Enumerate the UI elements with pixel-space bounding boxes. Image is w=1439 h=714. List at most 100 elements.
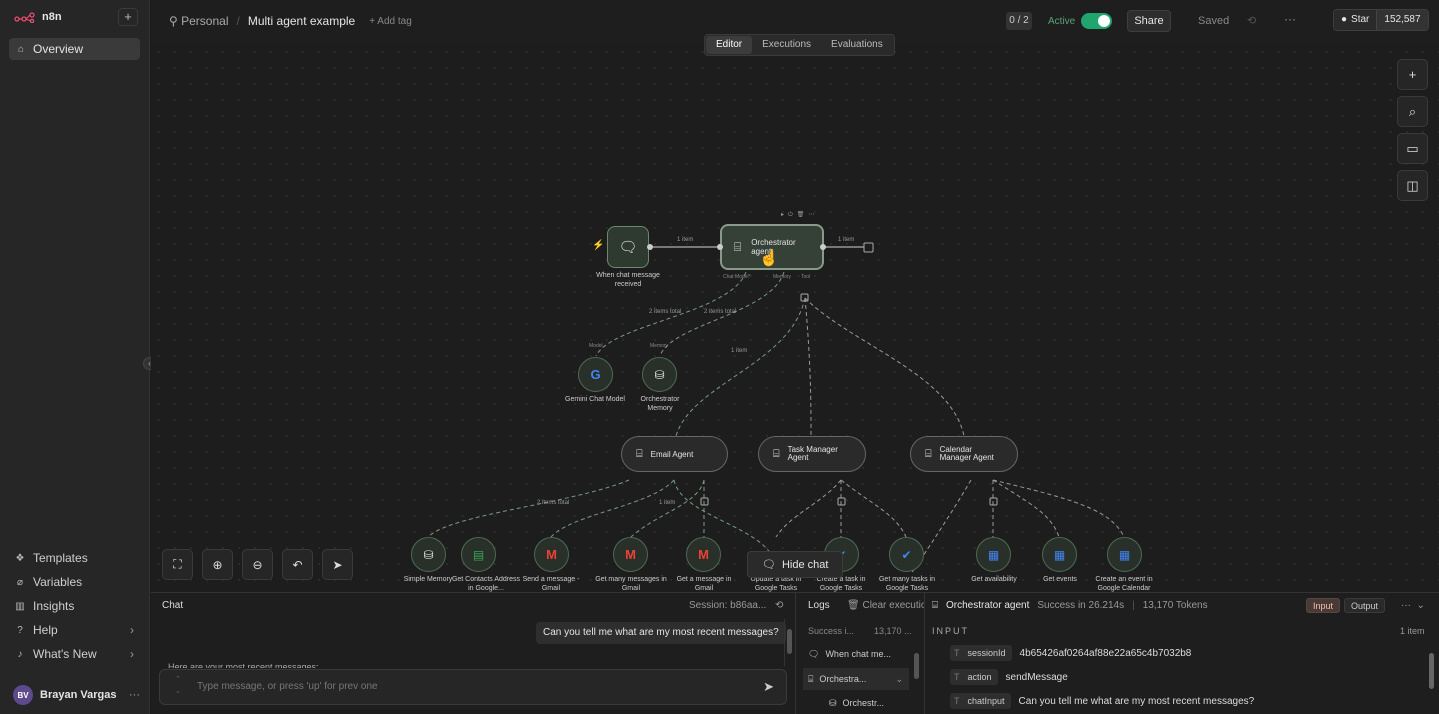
scrollbar-thumb[interactable] (787, 629, 792, 654)
add-tag-button[interactable]: + Add tag (369, 15, 412, 27)
scrollbar-thumb[interactable] (914, 653, 919, 679)
edge-label: 1 item (677, 237, 694, 243)
node-label: Get events (1043, 576, 1077, 583)
sidebar-item-label: Help (33, 623, 58, 637)
node-orchestrator-memory[interactable]: ⛁ (642, 357, 677, 392)
node-detail-pane: ⌸ Orchestrator agent Success in 26.214s … (926, 593, 1439, 714)
node-email-agent[interactable]: ⌸ Email Agent (621, 436, 728, 472)
node-label: Send a message - Gmail (522, 576, 580, 592)
calendar-icon: ▦ (1118, 547, 1131, 562)
node-send-message-gmail[interactable]: M (534, 537, 569, 572)
sticky-note-button[interactable]: ▭ (1397, 133, 1428, 164)
hide-chat-button[interactable]: 🗨 Hide chat (747, 551, 844, 578)
logs-scrollbar[interactable] (913, 643, 921, 713)
sidebar-item-variables[interactable]: ⌀ Variables (10, 570, 140, 594)
send-icon[interactable]: ➤ (763, 679, 774, 694)
log-row-label: Orchestr... (842, 698, 885, 708)
scrollbar-thumb[interactable] (1429, 653, 1434, 689)
node-chat-trigger[interactable]: 🗨 (607, 226, 649, 268)
output-port[interactable] (647, 244, 653, 250)
sidebar-item-insights[interactable]: ▥ Insights (10, 594, 140, 618)
node-simple-memory[interactable]: ⛁ (411, 537, 446, 572)
connection-simple-memory (427, 479, 630, 538)
log-row-orchestrator-memory[interactable]: ⛁ Orchestr... (797, 692, 924, 714)
workflow-canvas[interactable]: 1 item 1 item 2 items total 2 items tota… (151, 44, 1439, 592)
input-tab[interactable]: Input (1306, 598, 1341, 613)
tab-evaluations[interactable]: Evaluations (831, 39, 883, 50)
node-create-event[interactable]: ▦ (1107, 537, 1142, 572)
chevron-down-icon[interactable]: ⌄ (895, 673, 903, 684)
robot-icon: ⌸ (734, 239, 742, 254)
workflow-name[interactable]: Multi agent example (247, 14, 356, 28)
search-nodes-button[interactable]: ⌕ (1397, 96, 1428, 127)
share-button[interactable]: Share (1127, 10, 1171, 32)
node-get-many-messages[interactable]: M (613, 537, 648, 572)
detail-more-icon[interactable]: ··· ⌄ (1401, 600, 1425, 611)
detail-scrollbar[interactable] (1428, 643, 1435, 707)
reset-session-icon[interactable]: ⟲ (775, 600, 784, 611)
project-link[interactable]: ⚲ Personal (169, 14, 229, 28)
node-gemini-chat-model[interactable]: G (578, 357, 613, 392)
tab-executions[interactable]: Executions (762, 39, 812, 50)
n8n-logo[interactable]: n8n (14, 11, 62, 23)
field-value: Can you tell me what are my most recent … (1018, 695, 1255, 707)
gmail-icon: M (546, 547, 557, 562)
connection-create-event (992, 479, 1125, 538)
create-button[interactable]: + (118, 8, 138, 26)
robot-icon: ⌸ (636, 447, 643, 460)
tidy-up-button[interactable]: ➤ (322, 549, 353, 580)
undo-button[interactable]: ↶ (282, 549, 313, 580)
sidebar-item-overview[interactable]: ⌂ Overview (9, 38, 140, 60)
active-toggle[interactable] (1081, 13, 1112, 29)
detail-tokens: 13,170 Tokens (1142, 600, 1208, 611)
log-row-chat-trigger[interactable]: 🗨 When chat me... (797, 643, 924, 665)
fit-view-button[interactable]: ⛶ (162, 549, 193, 580)
gmail-icon: M (698, 547, 709, 562)
toggle-panel-button[interactable]: ◫ (1397, 170, 1428, 201)
zoom-out-button[interactable]: ⊖ (242, 549, 273, 580)
chat-input[interactable]: ⌃⌄ Type message, or press 'up' for prev … (159, 669, 787, 705)
sidebar-item-label: Insights (33, 599, 75, 613)
node-label: Get a message in Gmail (676, 576, 732, 592)
node-get-events[interactable]: ▦ (1042, 537, 1077, 572)
user-menu[interactable]: BV Brayan Vargas ··· (13, 684, 140, 706)
robot-icon: ⌸ (773, 447, 780, 460)
node-get-availability[interactable]: ▦ (976, 537, 1011, 572)
field-value: 4b65426af0264af88e22a65c4b7032b8 (1019, 647, 1192, 659)
plus-icon: + (1408, 67, 1417, 82)
add-node-button[interactable]: + (1397, 59, 1428, 90)
github-star-button[interactable]: ●Star 152,587 (1333, 9, 1429, 31)
log-tokens: 13,170 ... (874, 626, 912, 636)
more-options-icon[interactable]: ··· (1284, 12, 1296, 26)
gmail-icon: M (625, 547, 636, 562)
hide-chat-label: Hide chat (781, 558, 829, 571)
input-port[interactable] (717, 244, 723, 250)
node-label: Get Contacts Address in Google... (451, 576, 521, 592)
output-tab[interactable]: Output (1344, 598, 1386, 613)
log-row-orchestrator[interactable]: ⌸ Orchestra... ⌄ (803, 668, 909, 690)
sidebar-item-whats-new[interactable]: ♪ What's New › (10, 642, 140, 666)
divider: | (1132, 600, 1135, 611)
sidebar-item-templates[interactable]: ❖ Templates (10, 546, 140, 570)
node-calendar-manager-agent[interactable]: ⌸ Calendar Manager Agent (910, 436, 1018, 472)
node-get-message-gmail[interactable]: M (686, 537, 721, 572)
chat-scrollbar[interactable] (784, 619, 793, 666)
connection-update-task (775, 479, 842, 538)
chat-icon: 🗨 (618, 239, 638, 256)
clear-execution-button[interactable]: 🗑 Clear execution (847, 600, 924, 611)
n8n-logo-icon (14, 12, 35, 23)
node-get-contacts[interactable]: ▤ (461, 537, 496, 572)
node-toolbar[interactable]: ▸⏻🗑⋯ (781, 212, 819, 218)
node-get-many-tasks[interactable]: ✔ (889, 537, 924, 572)
node-label: Calendar Manager Agent (939, 445, 994, 462)
add-tool-box-email (700, 497, 709, 506)
tab-editor[interactable]: Editor (706, 36, 753, 54)
node-task-manager-agent[interactable]: ⌸ Task Manager Agent (758, 436, 866, 472)
sidebar-item-help[interactable]: ? Help › (10, 618, 140, 642)
more-icon[interactable]: ··· (129, 689, 140, 701)
output-port[interactable] (820, 244, 826, 250)
add-tool-box-cal (989, 497, 998, 506)
history-icon[interactable]: ⟲ (1247, 15, 1257, 27)
database-icon: ⛁ (423, 547, 434, 562)
zoom-in-button[interactable]: ⊕ (202, 549, 233, 580)
